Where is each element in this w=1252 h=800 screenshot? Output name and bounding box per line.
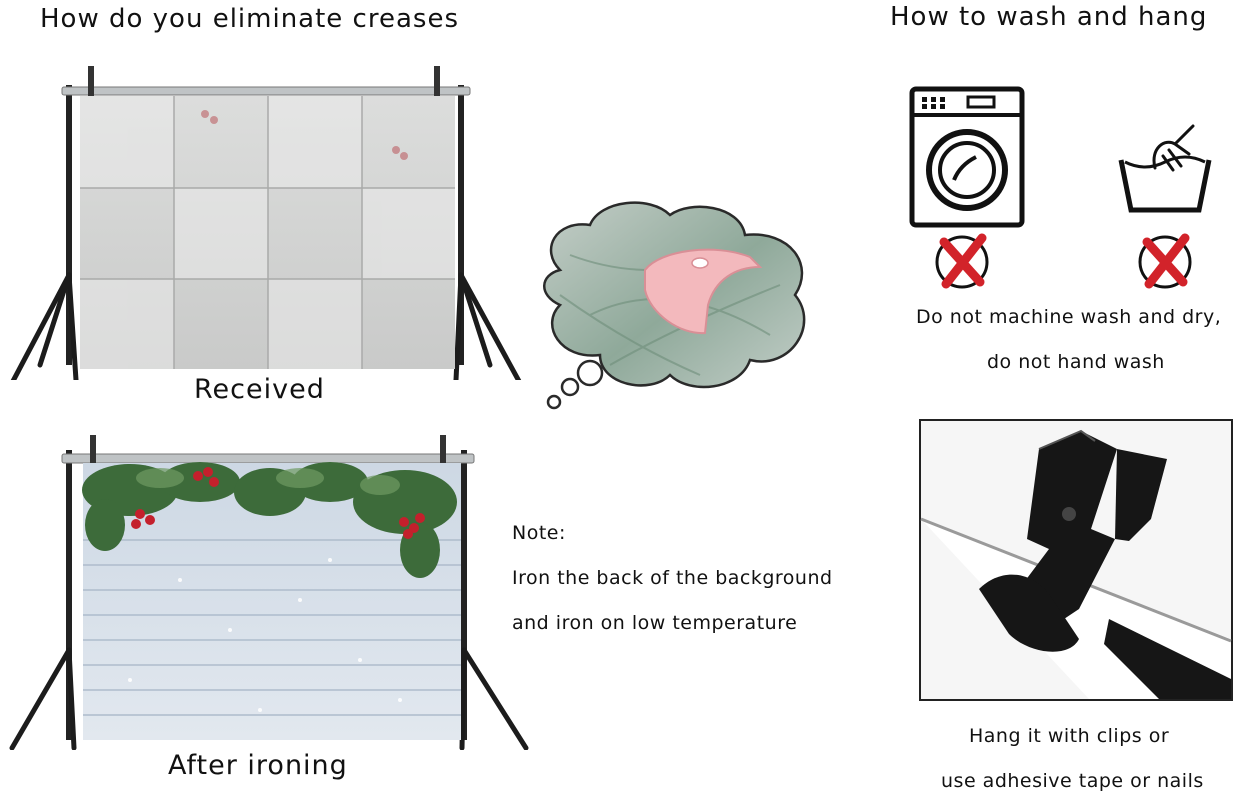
- clamp-clip-icon: [979, 431, 1231, 699]
- no-hand-wash-red-x-icon: [1138, 233, 1192, 289]
- wash-heading: How to wash and hang: [890, 2, 1208, 32]
- hang-instruction-line-1: Hang it with clips or: [969, 725, 1170, 747]
- tripod-right: [453, 272, 522, 380]
- note-line-1: Iron the back of the background: [512, 567, 833, 589]
- received-label: Received: [194, 374, 325, 405]
- note-line-2: and iron on low temperature: [512, 612, 798, 634]
- crease-heading: How do you eliminate creases: [40, 4, 459, 34]
- red-berries: [131, 467, 425, 539]
- wash-instruction-line-2: do not hand wash: [987, 351, 1165, 373]
- hang-instruction-line-2: use adhesive tape or nails: [941, 770, 1204, 792]
- after-ironing-label: After ironing: [168, 750, 348, 781]
- cloud-outline: [543, 201, 806, 389]
- note-title: Note:: [512, 522, 566, 544]
- no-machine-wash-red-x-icon: [935, 233, 989, 289]
- after-ironing-backdrop-illustration: [9, 435, 529, 750]
- hand-wash-icon: [1118, 124, 1212, 213]
- stand-pole-right: [458, 85, 464, 365]
- received-backdrop-illustration: [10, 66, 522, 380]
- steam-iron-icon: [644, 248, 763, 335]
- washing-machine-icon: [909, 86, 1025, 228]
- tripod-left: [10, 272, 79, 380]
- clamp-clip-photo: [919, 419, 1233, 701]
- wash-instruction-line-1: Do not machine wash and dry,: [916, 306, 1222, 328]
- stand-pole-left: [66, 85, 72, 365]
- iron-thought-cloud: [543, 201, 806, 410]
- stand-crossbar: [61, 86, 471, 96]
